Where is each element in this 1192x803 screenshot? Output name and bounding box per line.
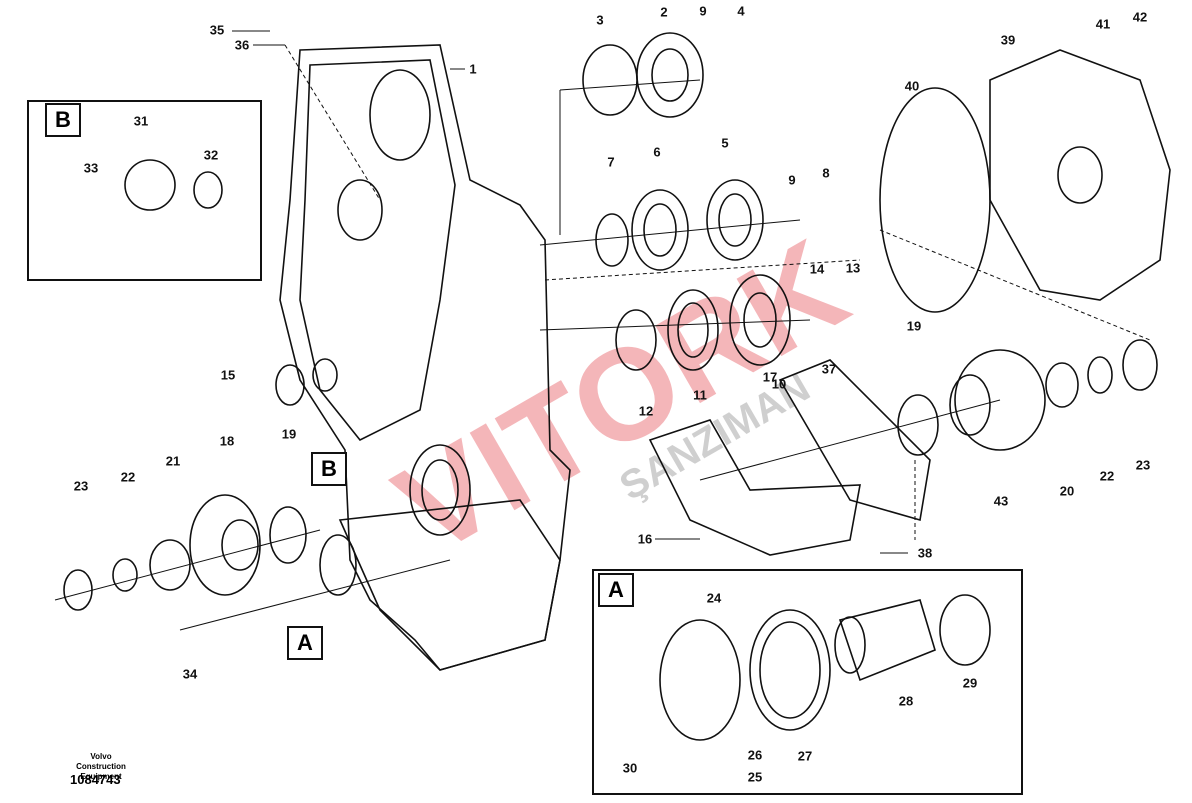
callout-14: 14 (809, 261, 825, 277)
callout-32: 32 (203, 147, 219, 163)
callout-37: 37 (821, 361, 837, 377)
callout-36: 36 (234, 37, 250, 53)
callout-39: 39 (1000, 32, 1016, 48)
callout-4: 4 (737, 3, 745, 19)
callout-23: 23 (73, 478, 89, 494)
detail-ref-b: B (311, 452, 347, 486)
callout-31: 31 (133, 113, 149, 129)
callout-24: 24 (706, 590, 722, 606)
callout-23: 23 (1135, 457, 1151, 473)
callout-1: 1 (469, 61, 477, 77)
callout-29: 29 (962, 675, 978, 691)
callout-34: 34 (182, 666, 198, 682)
callout-16: 16 (637, 531, 653, 547)
callout-40: 40 (904, 78, 920, 94)
callout-12: 12 (638, 403, 654, 419)
callout-25: 25 (747, 769, 763, 785)
callout-22: 22 (1099, 468, 1115, 484)
watermark-logo: VITORK ŞANZIMAN (373, 211, 869, 582)
detail-label-b: B (45, 103, 81, 137)
callout-10: 10 (771, 376, 787, 392)
callout-28: 28 (898, 693, 914, 709)
leader-lines (54, 30, 1151, 631)
callout-13: 13 (845, 260, 861, 276)
callout-22: 22 (120, 469, 136, 485)
callout-42: 42 (1132, 9, 1148, 25)
company-name: Volvo Construction Equipment (76, 752, 126, 781)
detail-ref-a: A (287, 626, 323, 660)
callout-35: 35 (209, 22, 225, 38)
callout-9: 9 (699, 3, 707, 19)
callout-38: 38 (917, 545, 933, 561)
callout-6: 6 (653, 144, 661, 160)
callout-43: 43 (993, 493, 1009, 509)
callout-20: 20 (1059, 483, 1075, 499)
callout-41: 41 (1095, 16, 1111, 32)
detail-frame-a (592, 569, 1023, 795)
callout-26: 26 (747, 747, 763, 763)
seal-rings (63, 32, 1171, 741)
callout-21: 21 (165, 453, 181, 469)
callout-9: 9 (788, 172, 796, 188)
callout-7: 7 (607, 154, 615, 170)
callout-18: 18 (219, 433, 235, 449)
callout-15: 15 (220, 367, 236, 383)
callout-11: 11 (693, 387, 707, 403)
transmission-housing (279, 44, 571, 671)
callout-19: 19 (281, 426, 297, 442)
callout-30: 30 (622, 760, 638, 776)
callout-27: 27 (797, 748, 813, 764)
callout-5: 5 (721, 135, 729, 151)
callout-19: 19 (906, 318, 922, 334)
detail-label-a: A (598, 573, 634, 607)
document-number: 1084743 (70, 772, 121, 787)
detail-frame-b (27, 100, 262, 281)
callout-2: 2 (660, 4, 668, 20)
callout-3: 3 (596, 12, 604, 28)
callout-17: 17 (762, 369, 778, 385)
callout-33: 33 (83, 160, 99, 176)
callout-8: 8 (822, 165, 830, 181)
